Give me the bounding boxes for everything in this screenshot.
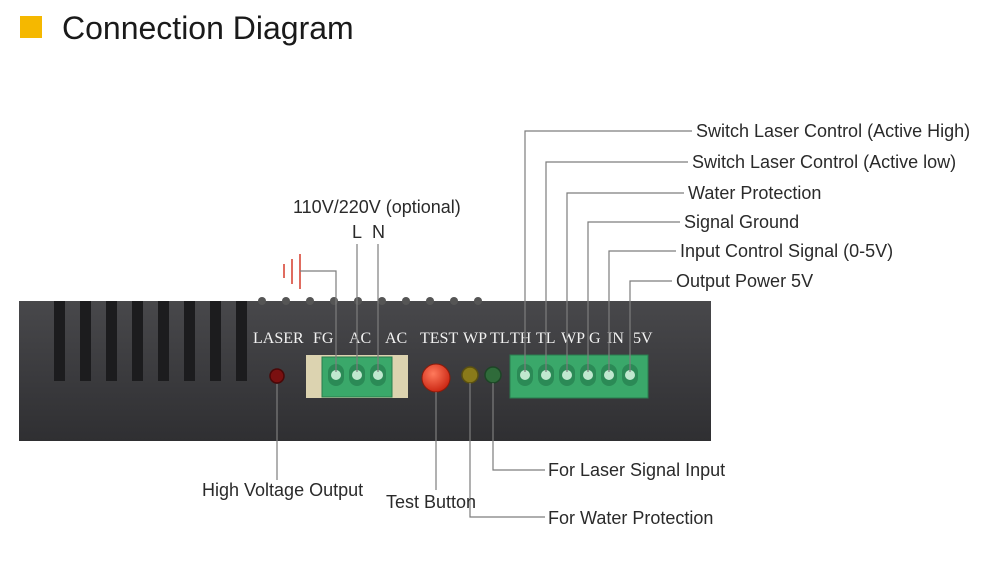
callout-high-voltage: High Voltage Output	[202, 480, 363, 500]
panel-label-5v: 5V	[633, 330, 653, 347]
callout-input-control: Input Control Signal (0-5V)	[680, 241, 893, 261]
panel-label-fg: FG	[313, 330, 334, 347]
callout-test-button: Test Button	[386, 492, 476, 512]
test-button	[421, 363, 451, 393]
callout-laser-signal-input: For Laser Signal Input	[548, 460, 725, 480]
callout-output-power: Output Power 5V	[676, 271, 813, 291]
callout-water-protection-led: For Water Protection	[548, 508, 713, 528]
panel-label-tl: TL	[490, 330, 510, 347]
line-input-control	[608, 250, 676, 372]
panel-label-test: TEST	[420, 330, 458, 347]
line-output-power	[629, 280, 672, 372]
panel-label-g: G	[589, 330, 601, 347]
callout-switch-low: Switch Laser Control (Active low)	[692, 152, 956, 172]
panel-label-ac1: AC	[349, 330, 371, 347]
input-power-label: 110V/220V (optional)	[293, 197, 461, 217]
panel-label-wp2: WP	[561, 330, 585, 347]
line-laser-signal-input	[492, 383, 545, 471]
panel-label-wp: WP	[463, 330, 487, 347]
input-power-l-label: L	[352, 222, 362, 242]
panel-label-in: IN	[607, 330, 624, 347]
ground-icon	[283, 254, 301, 289]
callout-water-protection: Water Protection	[688, 183, 821, 203]
panel-label-ac2: AC	[385, 330, 407, 347]
line-signal-ground	[587, 221, 680, 372]
tl-led	[484, 366, 502, 384]
line-water-protection	[566, 192, 684, 372]
page-title: Connection Diagram	[62, 10, 354, 46]
callout-switch-high: Switch Laser Control (Active High)	[696, 121, 970, 141]
laser-led	[269, 368, 285, 384]
callout-signal-ground: Signal Ground	[684, 212, 799, 232]
panel-label-th: TH	[510, 330, 532, 347]
line-switch-low	[545, 161, 688, 372]
title-accent-square	[20, 16, 42, 38]
line-fg	[300, 270, 337, 372]
screw-holes	[258, 297, 482, 305]
wp-led	[461, 366, 479, 384]
line-switch-high	[524, 130, 692, 372]
line-water-protection-led	[469, 383, 545, 518]
ac-terminal-block	[306, 355, 408, 398]
vent-slots	[54, 301, 247, 381]
panel-label-laser: LASER	[253, 330, 304, 347]
input-power-n-label: N	[372, 222, 385, 242]
control-terminal-block	[509, 354, 649, 399]
